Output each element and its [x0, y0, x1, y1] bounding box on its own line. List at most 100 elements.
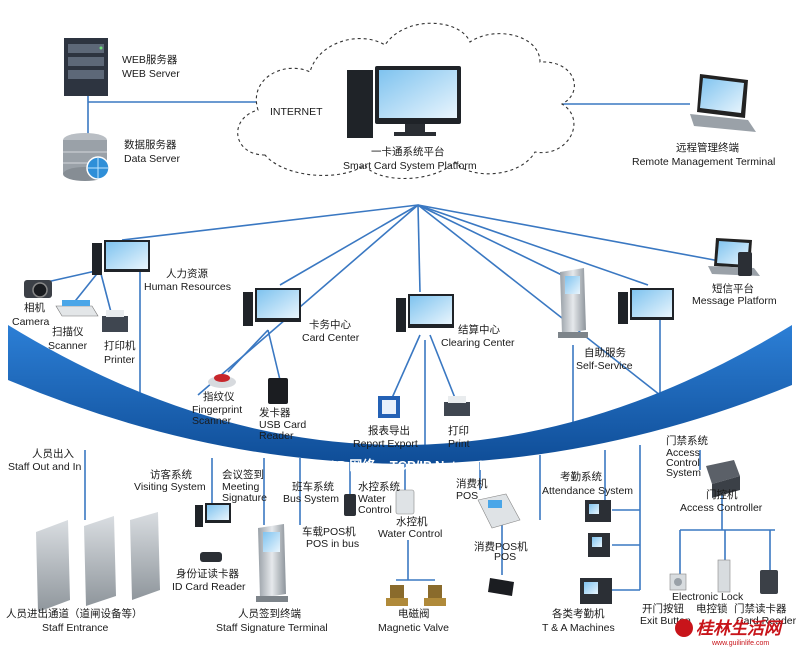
meeting-label-en1: Meeting [222, 481, 260, 493]
report-export-icon [378, 396, 400, 418]
pos-machine-label-en: POS [494, 551, 516, 563]
staff-sign-label-en: Staff Signature Terminal [216, 622, 328, 634]
internet-label: INTERNET [270, 106, 323, 118]
access-label-en2: Control [666, 457, 700, 469]
pos-label-cn: 消费机 [456, 477, 488, 490]
staff-out-label-en: Staff Out and In [8, 461, 82, 473]
door-card-reader-icon [760, 570, 778, 594]
print-printer-icon [444, 396, 470, 416]
visiting-label-cn: 访客系统 [150, 468, 192, 481]
access-ctrl-label-cn: 门控机 [706, 488, 738, 501]
printer-icon [102, 310, 128, 332]
self-service-label-en: Self-Service [576, 360, 633, 372]
web-server-label-cn: WEB服务器 [122, 53, 178, 66]
hr-computer-icon [92, 240, 150, 275]
exit-label-cn: 开门按钮 [642, 602, 684, 615]
bus-label-cn: 班车系统 [292, 480, 334, 493]
printer-label-en: Printer [104, 354, 135, 366]
platform-label-en: Smart Card System Platform [343, 160, 477, 172]
scanner-icon [55, 300, 99, 317]
pos-machine-label-cn: 消费POS机 [474, 540, 528, 553]
clearing-label-en: Clearing Center [441, 337, 515, 349]
labels: WEB服务器 WEB Server 数据服务器 Data Server INTE… [6, 53, 797, 634]
pos-terminal-icon [477, 493, 521, 529]
usb-reader-label-en1: USB Card [259, 419, 306, 431]
access-controller-icon [706, 460, 740, 498]
web-server-label-en: WEB Server [122, 68, 180, 80]
pos-label-en: POS [456, 490, 478, 502]
printer-label-cn: 打印机 [104, 339, 136, 352]
ta-label-en: T & A Machines [542, 622, 615, 634]
fingerprint-label-en2: Scanner [192, 415, 232, 427]
attendance-label-en: Attendance System [542, 485, 633, 497]
usb-reader-label-en2: Reader [259, 430, 294, 442]
watermark-text: 桂林生活网 [696, 619, 784, 638]
scanner-label-en: Scanner [48, 340, 88, 352]
exit-button-icon [669, 573, 687, 591]
remote-label-cn: 远程管理终端 [676, 141, 739, 154]
bus-pos-label-cn: 车载POS机 [302, 525, 356, 538]
door-reader-label-en: Card Reader [736, 615, 797, 627]
self-service-kiosk-icon [558, 268, 588, 338]
valve-label-en: Magnetic Valve [378, 622, 449, 634]
clearing-label-cn: 结算中心 [458, 323, 500, 336]
hr-label-cn: 人力资源 [166, 267, 208, 280]
valve-label-cn: 电磁阀 [398, 607, 430, 620]
bus-label-en: Bus System [283, 493, 339, 505]
water-control-icon [395, 489, 415, 515]
visiting-computer-icon [195, 503, 231, 527]
platform-label-cn: 一卡通系统平台 [371, 145, 445, 158]
id-reader-label-en: ID Card Reader [172, 581, 246, 593]
fingerprint-label-cn: 指纹仪 [203, 390, 235, 403]
data-server-label-cn: 数据服务器 [124, 138, 177, 151]
usb-reader-label-cn: 发卡器 [259, 406, 291, 419]
print-label-en: Print [448, 438, 470, 450]
message-label-en: Message Platform [692, 295, 777, 307]
staff-sign-label-cn: 人员签到终端 [238, 607, 301, 620]
camera-label-en: Camera [12, 316, 50, 328]
print-label-cn: 打印 [448, 424, 469, 437]
access-ctrl-label-en: Access Controller [680, 502, 763, 514]
report-label-cn: 报表导出 [368, 424, 410, 437]
id-reader-label-cn: 身份证读卡器 [176, 567, 239, 580]
water-label-en1: Water [358, 493, 386, 505]
attendance-machine-icon [580, 500, 612, 604]
visiting-label-en: Visiting System [134, 481, 206, 493]
card-center-label-cn: 卡务中心 [309, 318, 351, 331]
handheld-pos-icon [488, 578, 514, 596]
attendance-label-cn: 考勤系统 [560, 470, 602, 483]
clearing-computer-icon [396, 294, 454, 332]
fingerprint-label-en1: Fingerprint [192, 404, 242, 416]
water-label-en2: Control [358, 504, 392, 516]
card-center-computer-icon [243, 288, 301, 326]
meeting-label-cn: 会议签到 [222, 468, 264, 481]
remote-label-en: Remote Management Terminal [632, 156, 775, 168]
fingerprint-scanner-icon [208, 374, 236, 388]
door-reader-label-cn: 门禁读卡器 [734, 602, 787, 615]
access-label-cn: 门禁系统 [666, 434, 708, 447]
camera-label-cn: 相机 [24, 301, 45, 314]
bus-pos-icon [344, 494, 356, 516]
water-label-cn: 水控系统 [358, 480, 400, 493]
lock-label-cn: 电控锁 [696, 602, 728, 615]
network-label: TCP/IP 网络 TCP/IP Network [304, 458, 487, 473]
access-label-en3: System [666, 467, 701, 479]
electronic-lock-icon [717, 559, 731, 593]
tcp-ip-network-arc [8, 325, 792, 464]
turnstile-gate-icon [36, 512, 160, 612]
message-laptop-icon [708, 238, 760, 276]
water-ctrl-label-cn: 水控机 [396, 515, 428, 528]
database-server-icon [63, 133, 110, 181]
platform-computer-icon [347, 66, 461, 138]
card-center-label-en: Card Center [302, 332, 360, 344]
watermark-url: www.guilinlife.com [711, 640, 769, 647]
scanner-label-cn: 扫描仪 [52, 325, 84, 338]
self-service-label-cn: 自助服务 [584, 346, 626, 359]
staff-out-label-cn: 人员出入 [32, 447, 74, 460]
hr-label-en: Human Resources [144, 281, 231, 293]
message-label-cn: 短信平台 [712, 282, 754, 295]
watermark: 桂林生活网 www.guilinlife.com [675, 619, 784, 647]
usb-card-reader-icon [268, 378, 288, 404]
id-card-reader-icon [200, 552, 222, 562]
magnetic-valve-icon [386, 585, 446, 606]
